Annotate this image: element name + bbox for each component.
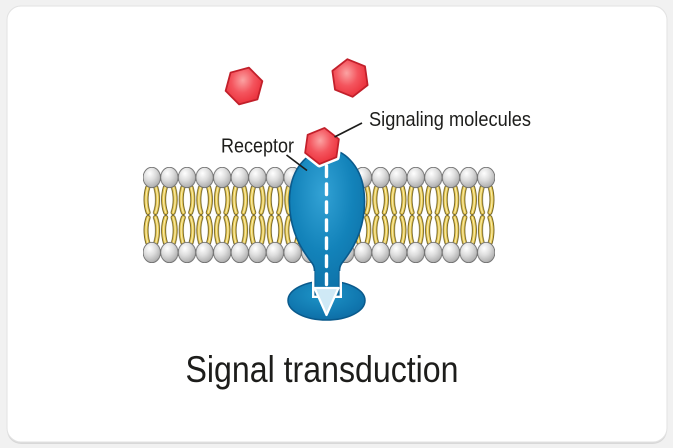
receptor-label: Receptor [221, 135, 294, 158]
diagram-title: Signal transduction [186, 349, 459, 390]
signaling-molecules-label: Signaling molecules [369, 108, 531, 131]
signal-arrowhead-icon [313, 286, 340, 317]
receptor-pointer-line [285, 154, 308, 172]
signaling-molecule-bound-icon [304, 126, 340, 167]
signaling-molecules-pointer-line [334, 122, 363, 138]
